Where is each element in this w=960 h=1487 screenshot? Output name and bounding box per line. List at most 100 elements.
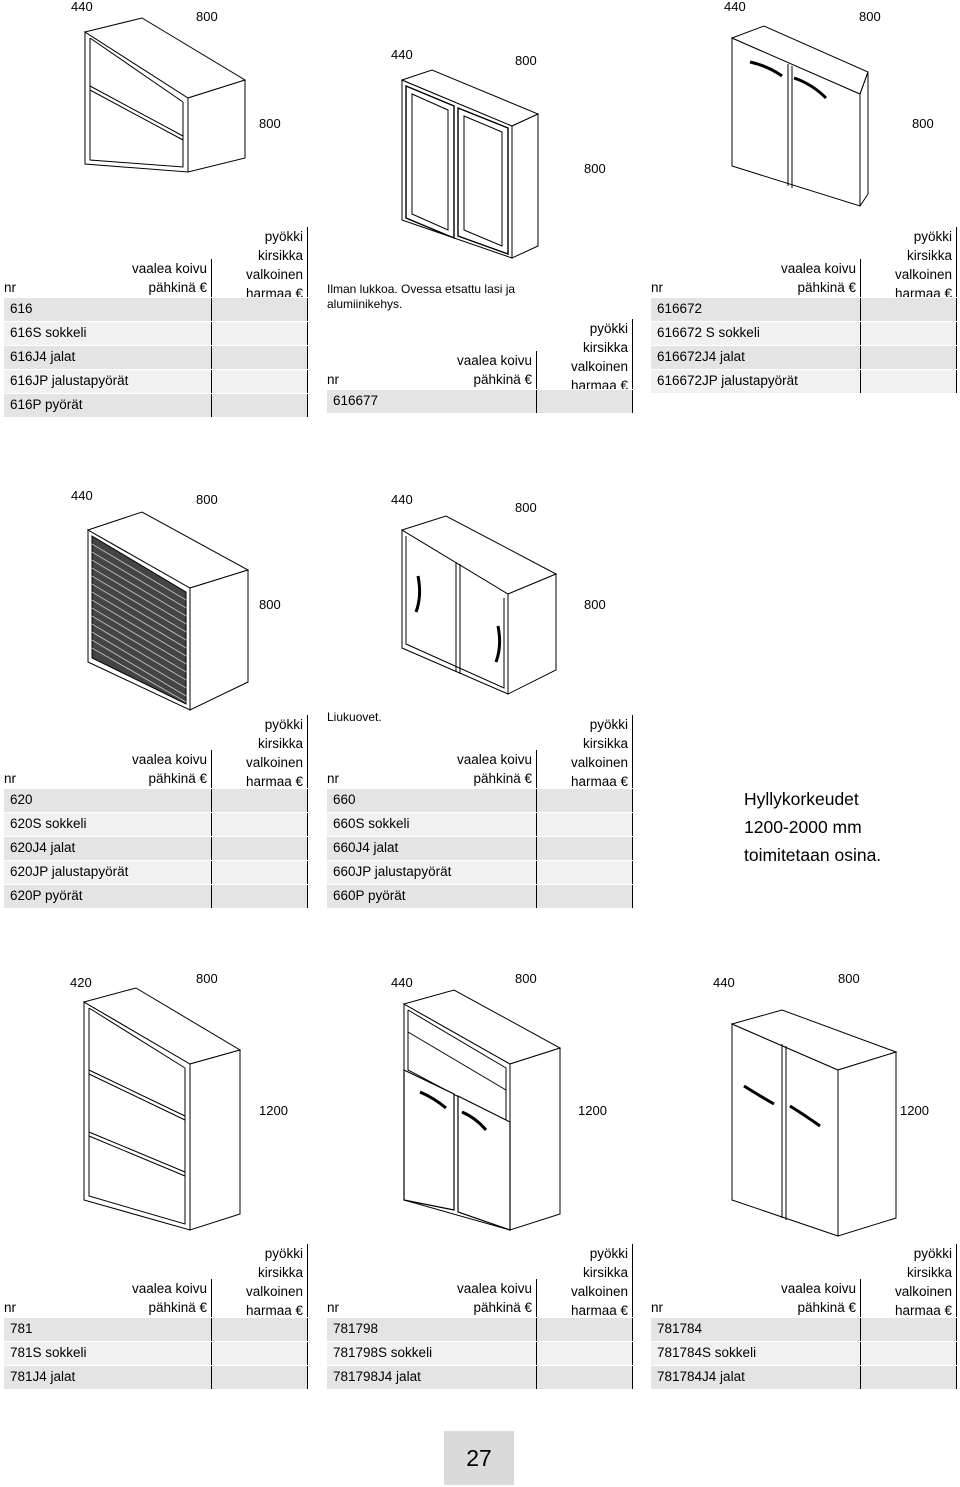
dim-width: 800 <box>196 492 218 507</box>
table-row: 781784 <box>651 1317 957 1341</box>
shelf-height-info: Hyllykorkeudet 1200-2000 mm toimitetaan … <box>744 789 882 865</box>
table-row: 620P pyörät <box>4 884 308 908</box>
dim-depth: 440 <box>71 0 93 14</box>
table-row: 616S sokkeli <box>4 321 308 345</box>
col-koivu-label: vaalea koivu pähkinä € <box>457 351 537 389</box>
table-row: 620S sokkeli <box>4 812 308 836</box>
table-row: 781 <box>4 1317 308 1341</box>
cabinet-two-doors-drawing <box>730 24 870 209</box>
tall-open-shelf-drawing <box>80 987 250 1234</box>
dim-width: 800 <box>196 9 218 24</box>
table-row: 616P pyörät <box>4 393 308 417</box>
price-table: nr vaalea koivu pähkinä € pyökki kirsikk… <box>327 1244 633 1389</box>
col-nr-label: nr <box>327 1300 340 1315</box>
col-nr-label: nr <box>4 280 17 295</box>
table-row: 660S sokkeli <box>327 812 633 836</box>
dim-width: 800 <box>515 971 537 986</box>
col-pyokki-label: pyökki kirsikka valkoinen harmaa € <box>571 319 633 395</box>
table-row: 781S sokkeli <box>4 1341 308 1365</box>
col-nr-label: nr <box>651 280 664 295</box>
col-nr-label: nr <box>4 1300 17 1315</box>
dim-height: 800 <box>584 161 606 176</box>
price-table: nr vaalea koivu pähkinä € pyökki kirsikk… <box>651 227 957 393</box>
table-row: 620J4 jalat <box>4 836 308 860</box>
price-table: nr vaalea koivu pähkinä € pyökki kirsikk… <box>651 1244 957 1389</box>
dim-height: 800 <box>259 597 281 612</box>
col-pyokki-label: pyökki kirsikka valkoinen harmaa € <box>571 715 633 791</box>
table-header: nr vaalea koivu pähkinä € pyökki kirsikk… <box>327 319 633 395</box>
cabinet-glass-doors-drawing <box>400 69 540 260</box>
table-row: 616 <box>4 297 308 321</box>
price-table: nr vaalea koivu pähkinä € pyökki kirsikk… <box>4 715 308 908</box>
dim-depth: 440 <box>724 0 746 14</box>
table-header: nr vaalea koivu pähkinä € pyökki kirsikk… <box>651 1244 957 1320</box>
dim-width: 800 <box>515 53 537 68</box>
table-body: 781 781S sokkeli 781J4 jalat <box>4 1317 308 1389</box>
dim-width: 800 <box>196 971 218 986</box>
col-koivu-label: vaalea koivu pähkinä € <box>132 750 212 788</box>
table-body: 616672 616672 S sokkeli 616672J4 jalat 6… <box>651 297 957 393</box>
dim-width: 800 <box>859 9 881 24</box>
table-body: 616677 <box>327 389 633 413</box>
table-row: 781798J4 jalat <box>327 1365 633 1389</box>
price-table: nr vaalea koivu pähkinä € pyökki kirsikk… <box>4 227 308 417</box>
table-body: 781784 781784S sokkeli 781784J4 jalat <box>651 1317 957 1389</box>
table-header: nr vaalea koivu pähkinä € pyökki kirsikk… <box>651 227 957 303</box>
table-row: 781798S sokkeli <box>327 1341 633 1365</box>
dim-width: 800 <box>838 971 860 986</box>
dim-depth: 440 <box>391 492 413 507</box>
dim-depth: 440 <box>391 47 413 62</box>
table-row: 616672 <box>651 297 957 321</box>
cabinet-tambour-drawing <box>86 511 256 712</box>
table-row: 781784J4 jalat <box>651 1365 957 1389</box>
page-number: 27 <box>444 1431 514 1485</box>
dim-height: 1200 <box>259 1103 288 1118</box>
price-table: nr vaalea koivu pähkinä € pyökki kirsikk… <box>4 1244 308 1389</box>
table-row: 620 <box>4 788 308 812</box>
table-row: 660J4 jalat <box>327 836 633 860</box>
dim-height: 800 <box>912 116 934 131</box>
dim-height: 1200 <box>900 1103 929 1118</box>
table-row: 660JP jalustapyörät <box>327 860 633 884</box>
dim-depth: 420 <box>70 975 92 990</box>
tall-half-door-drawing <box>400 989 570 1234</box>
dim-depth: 440 <box>391 975 413 990</box>
table-row: 781798 <box>327 1317 633 1341</box>
tall-two-door-drawing <box>730 1009 900 1240</box>
table-body: 781798 781798S sokkeli 781798J4 jalat <box>327 1317 633 1389</box>
table-row: 616JP jalustapyörät <box>4 369 308 393</box>
table-header: nr vaalea koivu pähkinä € pyökki kirsikk… <box>4 715 308 791</box>
table-row: 781784S sokkeli <box>651 1341 957 1365</box>
table-row: 616677 <box>327 389 633 413</box>
table-header: nr vaalea koivu pähkinä € pyökki kirsikk… <box>327 1244 633 1320</box>
dim-height: 800 <box>259 116 281 131</box>
sliding-door-note: Liukuovet. <box>327 710 382 724</box>
table-row: 660P pyörät <box>327 884 633 908</box>
col-nr-label: nr <box>651 1300 664 1315</box>
table-header: nr vaalea koivu pähkinä € pyökki kirsikk… <box>4 1244 308 1320</box>
col-koivu-label: vaalea koivu pähkinä € <box>457 1279 537 1317</box>
table-row: 616J4 jalat <box>4 345 308 369</box>
table-row: 616672JP jalustapyörät <box>651 369 957 393</box>
col-koivu-label: vaalea koivu pähkinä € <box>457 750 537 788</box>
col-pyokki-label: pyökki kirsikka valkoinen harmaa € <box>246 1244 308 1320</box>
col-koivu-label: vaalea koivu pähkinä € <box>781 259 861 297</box>
table-body: 616 616S sokkeli 616J4 jalat 616JP jalus… <box>4 297 308 417</box>
col-koivu-label: vaalea koivu pähkinä € <box>132 259 212 297</box>
col-pyokki-label: pyökki kirsikka valkoinen harmaa € <box>895 1244 957 1320</box>
dim-depth: 440 <box>71 488 93 503</box>
table-row: 616672 S sokkeli <box>651 321 957 345</box>
dim-width: 800 <box>515 500 537 515</box>
col-nr-label: nr <box>4 771 17 786</box>
glass-door-note: Ilman lukkoa. Ovessa etsattu lasi ja alu… <box>327 282 516 311</box>
table-body: 660 660S sokkeli 660J4 jalat 660JP jalus… <box>327 788 633 908</box>
table-row: 616672J4 jalat <box>651 345 957 369</box>
table-header: nr vaalea koivu pähkinä € pyökki kirsikk… <box>327 715 633 791</box>
price-table: nr vaalea koivu pähkinä € pyökki kirsikk… <box>327 319 633 413</box>
col-nr-label: nr <box>327 372 340 387</box>
table-row: 660 <box>327 788 633 812</box>
cabinet-open-shelf-drawing <box>80 17 250 174</box>
col-pyokki-label: pyökki kirsikka valkoinen harmaa € <box>246 715 308 791</box>
col-pyokki-label: pyökki kirsikka valkoinen harmaa € <box>895 227 957 303</box>
dim-depth: 440 <box>713 975 735 990</box>
